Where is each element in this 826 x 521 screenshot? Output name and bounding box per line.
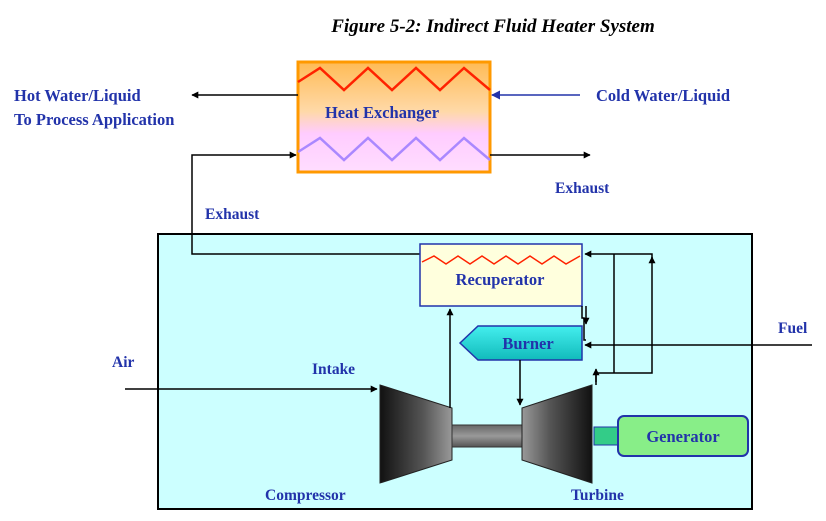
burner: Burner xyxy=(458,325,583,361)
burner-label: Burner xyxy=(502,334,553,353)
recuperator: Recuperator xyxy=(419,243,583,307)
fuel-label: Fuel xyxy=(778,320,808,337)
heat-exchanger-label: Heat Exchanger xyxy=(325,103,439,122)
exhaust-left-label: Exhaust xyxy=(205,206,260,223)
compressor-label: Compressor xyxy=(265,487,346,504)
cold-water-label: Cold Water/Liquid xyxy=(596,86,730,105)
figure-caption: Figure 5-2: Indirect Fluid Heater System xyxy=(330,16,655,37)
turbine xyxy=(521,384,593,484)
exhaust-right-label: Exhaust xyxy=(555,180,610,197)
cold-coil-icon xyxy=(297,136,491,162)
shaft xyxy=(451,424,523,448)
compressor xyxy=(379,384,453,484)
hot-coil-icon xyxy=(297,66,491,92)
turbine-label: Turbine xyxy=(571,487,624,504)
recuperator-label: Recuperator xyxy=(456,270,545,289)
heat-exchanger: Heat Exchanger xyxy=(296,60,492,174)
generator: Generator xyxy=(617,415,749,457)
generator-label: Generator xyxy=(646,427,719,446)
generator-coupling xyxy=(593,426,619,446)
intake-label: Intake xyxy=(312,361,355,378)
hot-water-label-2: To Process Application xyxy=(14,110,174,129)
system-enclosure xyxy=(157,233,753,510)
recuperator-coil-icon xyxy=(421,255,581,265)
air-label: Air xyxy=(112,354,135,371)
hot-water-label-1: Hot Water/Liquid xyxy=(14,86,141,105)
